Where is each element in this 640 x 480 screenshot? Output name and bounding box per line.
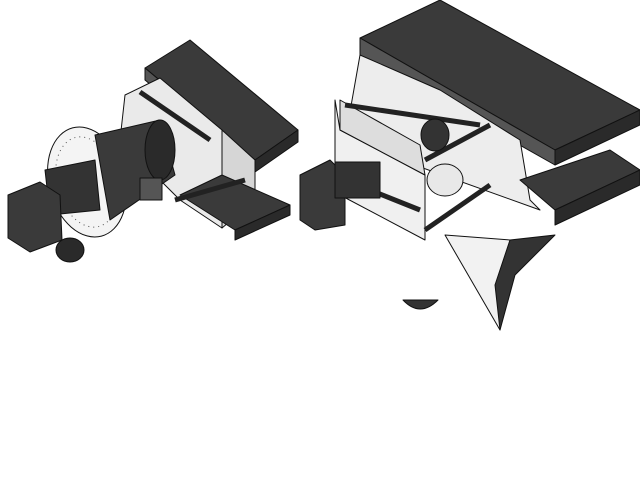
dome-cap	[402, 299, 439, 310]
right-motor	[299, 159, 346, 231]
left-gearbox	[7, 181, 63, 253]
right-bottom-housing	[519, 149, 640, 211]
right-machine-assembly	[299, 0, 640, 331]
left-machine-assembly	[7, 39, 299, 263]
